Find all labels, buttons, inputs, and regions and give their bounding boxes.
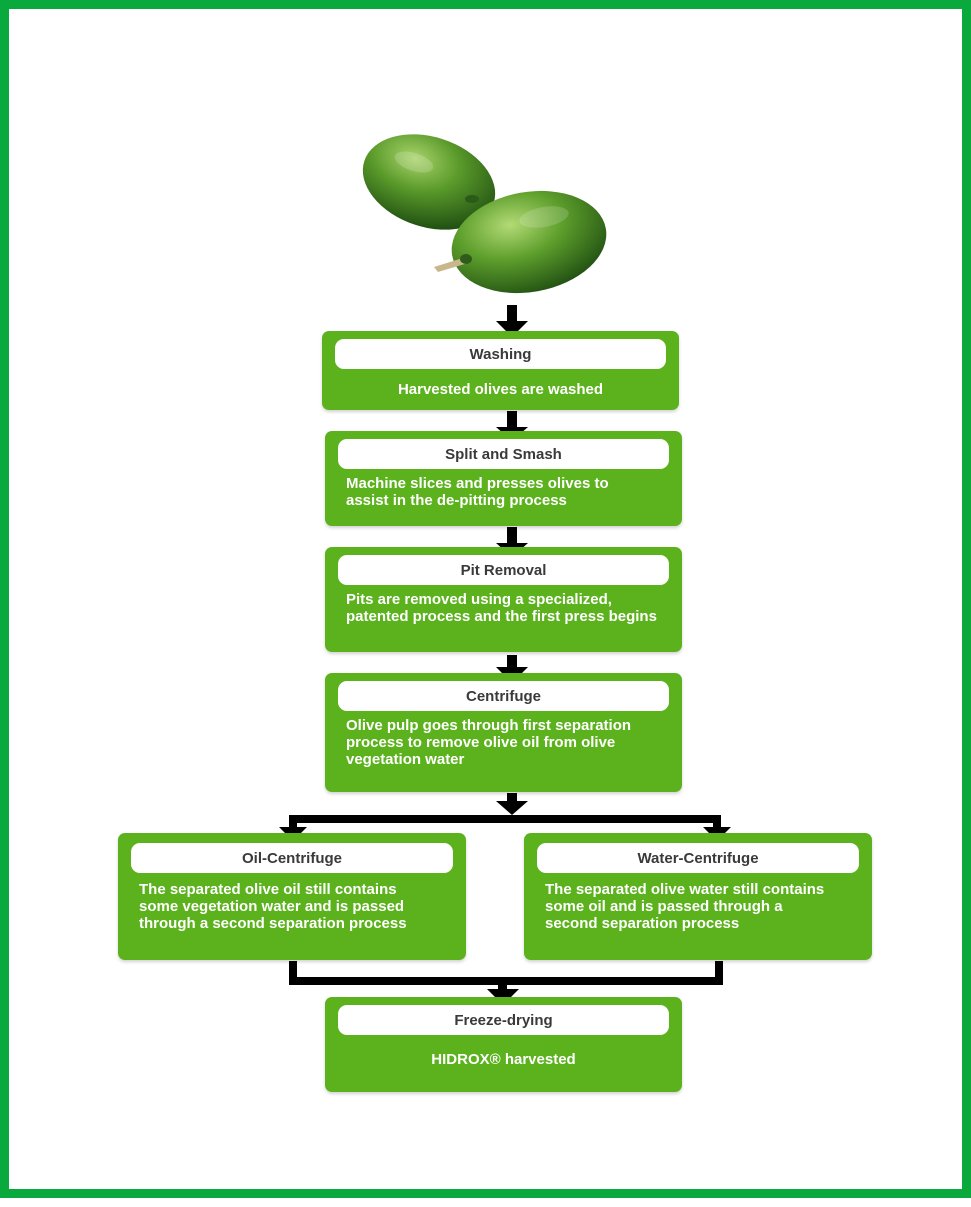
step-oil-centrifuge: Oil-Centrifuge The separated olive oil s… <box>118 833 466 960</box>
step-title: Pit Removal <box>338 555 669 585</box>
step-description: Pits are removed using a specialized, pa… <box>346 591 657 625</box>
step-description: HIDROX® harvested <box>431 1051 576 1068</box>
step-water-centrifuge: Water-Centrifuge The separated olive wat… <box>524 833 872 960</box>
step-title: Freeze-drying <box>338 1005 669 1035</box>
step-description: Olive pulp goes through first separation… <box>346 717 632 768</box>
step-description: Machine slices and presses olives to ass… <box>346 475 609 509</box>
step-title: Centrifuge <box>338 681 669 711</box>
step-centrifuge: Centrifuge Olive pulp goes through first… <box>325 673 682 792</box>
step-description: Harvested olives are washed <box>397 381 604 398</box>
step-pit-removal: Pit Removal Pits are removed using a spe… <box>325 547 682 652</box>
olives-image <box>362 134 607 294</box>
step-freeze-drying: Freeze-drying HIDROX® harvested <box>325 997 682 1092</box>
step-title: Water-Centrifuge <box>537 843 859 873</box>
step-washing: Washing Harvested olives are washed <box>322 331 679 410</box>
step-description: The separated olive oil still contains s… <box>139 881 407 932</box>
step-split-and-smash: Split and Smash Machine slices and press… <box>325 431 682 526</box>
step-description: The separated olive water still contains… <box>545 881 825 932</box>
step-title: Washing <box>335 339 666 369</box>
step-title: Oil-Centrifuge <box>131 843 453 873</box>
flow-connectors <box>279 305 731 1005</box>
step-title: Split and Smash <box>338 439 669 469</box>
